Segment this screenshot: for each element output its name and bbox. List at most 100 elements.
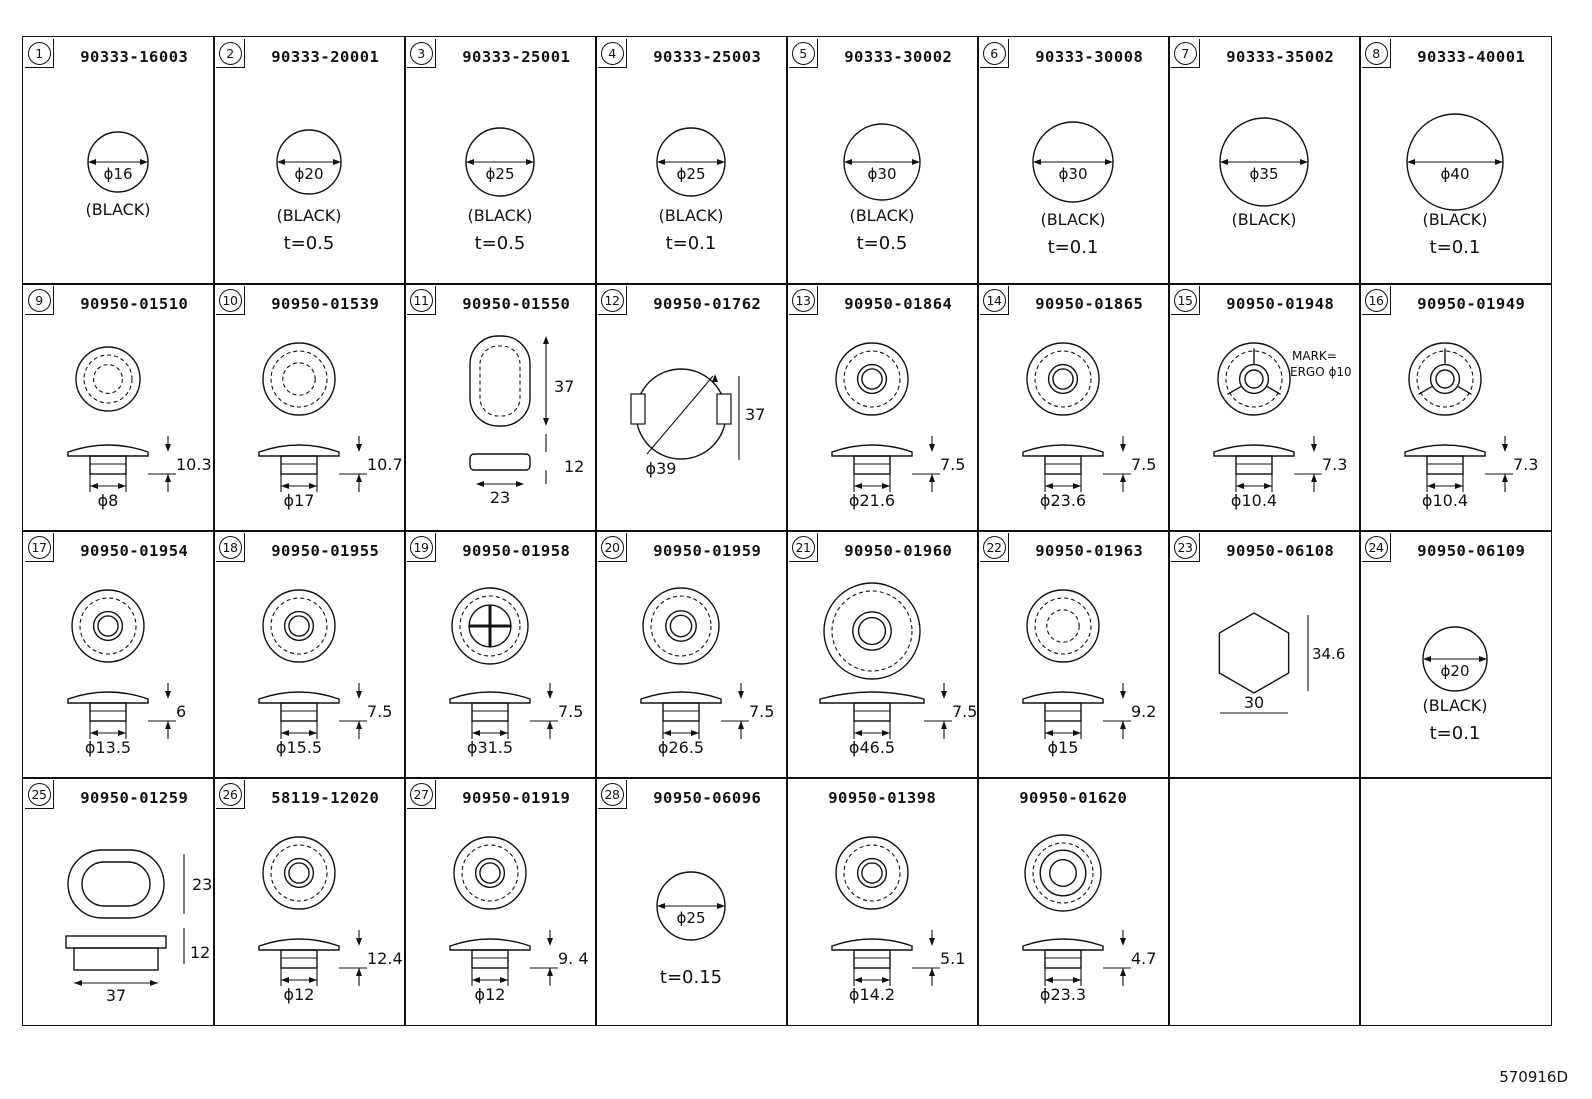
document-code: 570916D	[1499, 1068, 1568, 1086]
color-label: (BLACK)	[1422, 696, 1487, 715]
dim-arrow	[929, 968, 935, 976]
part-drawing: ϕ35(BLACK)	[1219, 117, 1309, 229]
item-number: 21	[791, 535, 815, 559]
part-number: 90950-01398	[828, 789, 937, 807]
part-drawing: ϕ40(BLACK)t=0.1	[1406, 113, 1504, 258]
dim-arrow	[1120, 721, 1126, 729]
height-label: 9.2	[1131, 702, 1156, 721]
width-label: 23	[490, 488, 510, 507]
grommet-inner-dashed	[831, 590, 913, 672]
part-number: 90950-01960	[844, 542, 953, 560]
grommet-inner-dashed	[1034, 597, 1092, 655]
width-label: ϕ12	[475, 985, 506, 1004]
dim-arrow	[466, 159, 474, 165]
grommet-inner-dashed	[83, 354, 133, 404]
item-number: 22	[982, 535, 1006, 559]
item-number-box: 3	[407, 39, 436, 68]
dim-arrow	[90, 483, 98, 489]
item-number: 19	[409, 535, 433, 559]
grommet-hole-inner	[288, 615, 310, 637]
dim-arrow	[165, 721, 171, 729]
dim-arrow	[1495, 159, 1503, 165]
dim-arrow	[74, 980, 82, 986]
part-number: 90950-06096	[653, 789, 762, 807]
profile-flange	[67, 691, 149, 704]
dim-arrow	[526, 159, 534, 165]
dim-arrow	[712, 374, 718, 382]
item-number: 27	[409, 782, 433, 806]
part-drawing: 7.3 ϕ10.4	[1404, 342, 1538, 510]
dim-arrow	[476, 481, 484, 487]
dim-arrow	[941, 721, 947, 729]
item-number-box: 15	[1171, 286, 1200, 315]
height-label: 7.3	[1513, 455, 1538, 474]
dim-arrow	[500, 977, 508, 983]
dim-arrow	[1073, 730, 1081, 736]
part-number: 90950-01919	[462, 789, 571, 807]
height-label: 7.5	[749, 702, 774, 721]
color-label: (BLACK)	[1422, 210, 1487, 229]
grommet-hole-inner	[1244, 369, 1264, 389]
height-label: 12.4	[367, 949, 403, 968]
dim-arrow	[547, 938, 553, 946]
width-label: ϕ14.2	[849, 985, 895, 1004]
profile-flange	[67, 444, 149, 457]
dim-arrow	[543, 336, 549, 344]
diameter-label: ϕ30	[1059, 165, 1088, 183]
part-number: 90950-01955	[271, 542, 380, 560]
height-label: 7.3	[1322, 455, 1347, 474]
width-label: ϕ10.4	[1422, 491, 1468, 510]
item-number-box: 22	[980, 533, 1009, 562]
thickness-label: t=0.5	[857, 233, 908, 254]
profile-flange	[258, 938, 340, 951]
part-drawing: 34.630	[1218, 612, 1345, 714]
dim-arrow	[118, 483, 126, 489]
item-number: 28	[600, 782, 624, 806]
dim-arrow	[165, 691, 171, 699]
part-number: 90950-01948	[1226, 295, 1335, 313]
grommet-hole	[1429, 363, 1461, 395]
dim-arrow	[717, 903, 725, 909]
part-drawing: ϕ20(BLACK)t=0.1	[1422, 626, 1488, 744]
dim-arrow	[333, 159, 341, 165]
dim-arrow	[882, 730, 890, 736]
grommet-hole	[856, 363, 888, 395]
diameter-label: ϕ20	[295, 165, 324, 183]
part-number: 90333-25001	[462, 48, 571, 66]
profile-body	[280, 949, 318, 969]
height-label: 4.7	[1131, 949, 1156, 968]
profile-body	[1044, 455, 1082, 475]
grommet-hole	[1238, 363, 1270, 395]
dim-arrow	[912, 159, 920, 165]
dim-arrow	[356, 721, 362, 729]
dim-arrow	[309, 977, 317, 983]
item-number: 4	[600, 41, 624, 65]
item-number-box: 7	[1171, 39, 1200, 68]
dim-arrow	[547, 691, 553, 699]
grommet-hole	[665, 610, 697, 642]
height-label: 5.1	[940, 949, 965, 968]
item-number-box: 8	[1362, 39, 1391, 68]
profile-flange	[449, 938, 531, 951]
dim-arrow	[309, 483, 317, 489]
item-number: 5	[791, 41, 815, 65]
item-number: 24	[1364, 535, 1388, 559]
dim-arrow	[929, 938, 935, 946]
gear-ring	[1039, 849, 1087, 897]
grommet-outer	[75, 346, 141, 412]
part-number: 90950-01762	[653, 295, 762, 313]
height-label: 10.7	[367, 455, 403, 474]
item-number: 6	[982, 41, 1006, 65]
part-drawing: 10.3ϕ8	[67, 346, 212, 510]
